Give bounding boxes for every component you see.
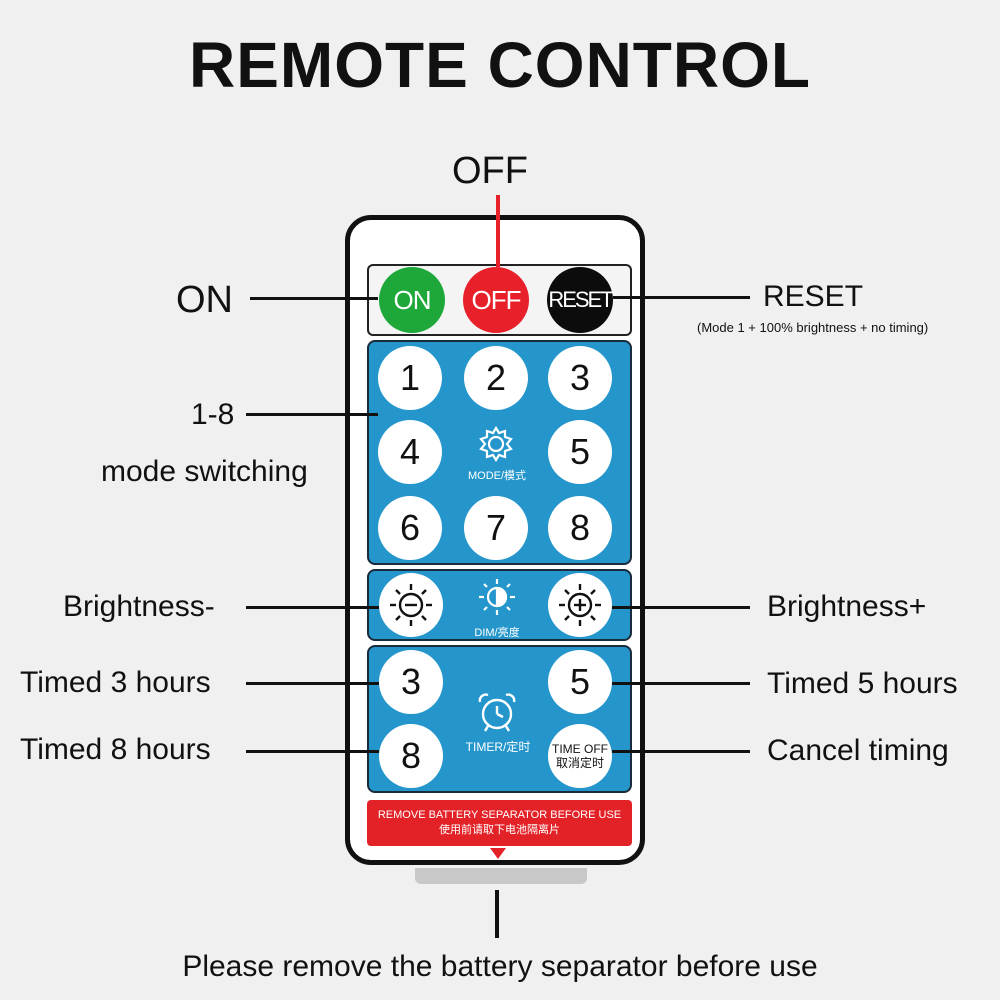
brightness-down-callout: Brightness- <box>63 590 215 623</box>
mode-callout-line <box>246 413 378 416</box>
on-callout: ON <box>176 279 233 321</box>
time-off-button[interactable]: TIME OFF 取消定时 <box>548 724 612 788</box>
brightness-down-callout-line <box>246 606 379 609</box>
mode-2-button[interactable]: 2 <box>464 346 528 410</box>
reset-callout: RESET <box>763 280 864 313</box>
reset-callout-line <box>613 296 750 299</box>
mode-1-button[interactable]: 1 <box>378 346 442 410</box>
alarm-clock-icon <box>478 693 516 732</box>
mode-label: MODE/模式 <box>467 470 527 482</box>
separator-text-en: REMOVE BATTERY SEPARATOR BEFORE USE <box>377 809 622 821</box>
separator-callout: Please remove the battery separator befo… <box>182 950 818 983</box>
on-callout-line <box>250 297 378 300</box>
timer-8-button[interactable]: 8 <box>379 724 443 788</box>
timed-5-callout: Timed 5 hours <box>767 667 958 700</box>
cancel-timing-callout-line <box>612 750 750 753</box>
separator-callout-line <box>495 890 499 938</box>
timed-3-callout-line <box>246 682 379 685</box>
brightness-up-callout-line <box>612 606 750 609</box>
dim-label: DIM/亮度 <box>474 627 520 639</box>
mode-range-callout: 1-8 <box>191 398 235 431</box>
down-arrow-icon <box>490 848 506 859</box>
half-sun-icon <box>479 579 515 615</box>
timer-label: TIMER/定时 <box>465 740 531 754</box>
brightness-up-callout: Brightness+ <box>767 590 927 623</box>
mode-6-button[interactable]: 6 <box>378 496 442 560</box>
timed-5-callout-line <box>612 682 750 685</box>
on-button[interactable]: ON <box>379 267 445 333</box>
page-title: REMOTE CONTROL <box>189 29 811 101</box>
timed-8-callout-line <box>246 750 379 753</box>
off-callout-line <box>496 195 500 267</box>
brightness-down-button[interactable] <box>379 573 443 637</box>
timed-3-callout: Timed 3 hours <box>20 666 211 699</box>
mode-switching-callout: mode switching <box>101 455 308 488</box>
brightness-up-button[interactable] <box>548 573 612 637</box>
separator-strip: REMOVE BATTERY SEPARATOR BEFORE USE 使用前请… <box>367 800 632 846</box>
mode-7-button[interactable]: 7 <box>464 496 528 560</box>
off-button[interactable]: OFF <box>463 267 529 333</box>
reset-note: (Mode 1 + 100% brightness + no timing) <box>697 320 929 335</box>
sun-plus-icon <box>559 584 601 626</box>
mode-5-button[interactable]: 5 <box>548 420 612 484</box>
timer-5-button[interactable]: 5 <box>548 650 612 714</box>
battery-tab <box>415 868 587 884</box>
time-off-label-en: TIME OFF <box>552 742 608 756</box>
off-callout: OFF <box>452 150 528 192</box>
timer-3-button[interactable]: 3 <box>379 650 443 714</box>
time-off-label-cn: 取消定时 <box>555 756 604 770</box>
cancel-timing-callout: Cancel timing <box>767 734 949 767</box>
mode-3-button[interactable]: 3 <box>548 346 612 410</box>
mode-8-button[interactable]: 8 <box>548 496 612 560</box>
separator-text-cn: 使用前请取下电池隔离片 <box>439 824 560 836</box>
gear-icon <box>479 425 513 463</box>
mode-4-button[interactable]: 4 <box>378 420 442 484</box>
timed-8-callout: Timed 8 hours <box>20 733 211 766</box>
reset-button[interactable]: RESET <box>547 267 614 333</box>
sun-minus-icon <box>390 584 432 626</box>
